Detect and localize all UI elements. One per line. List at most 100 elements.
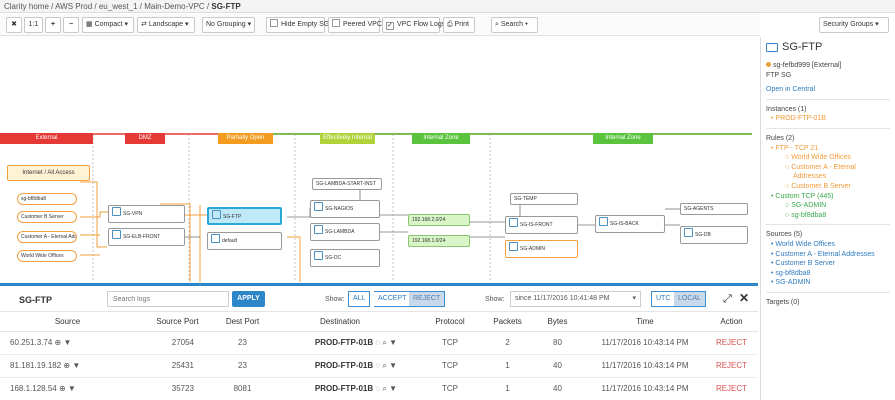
filter-icon[interactable]: ▼ xyxy=(389,383,397,393)
node-customer-b[interactable]: Customer B Server xyxy=(17,211,77,223)
rule-item[interactable]: • Custom TCP (445) xyxy=(771,192,834,200)
peered-vpcs-checkbox[interactable]: Peered VPCs xyxy=(328,17,385,33)
destination-name[interactable]: PROD-FTP-01B xyxy=(314,383,374,393)
hide-empty-sg-checkbox[interactable]: Hide Empty SG xyxy=(266,17,329,33)
rule-item[interactable]: • FTP - TCP 21 xyxy=(771,144,819,152)
node-sg-agents[interactable]: SG-AGENTS xyxy=(680,203,748,215)
node-sg-ftp[interactable]: SG-FTP xyxy=(207,207,282,225)
local-button[interactable]: LOCAL xyxy=(674,291,706,307)
node-sg-admin[interactable]: SG-ADMIN xyxy=(505,240,578,258)
expand-icon[interactable]: ⤢ xyxy=(723,293,732,305)
breadcrumb-item[interactable]: Main-Demo-VPC xyxy=(144,2,205,11)
filter-all-button[interactable]: ALL xyxy=(348,291,371,307)
globe-icon[interactable]: ⊕ xyxy=(63,361,71,370)
search-icon[interactable]: ⌕ xyxy=(382,337,387,347)
grouping-dropdown[interactable]: No Grouping ▾ xyxy=(202,17,255,33)
source-ip[interactable]: 81.181.19.182 xyxy=(10,361,62,370)
search-dropdown[interactable]: ⌕ Search ▾ xyxy=(491,17,538,33)
print-button[interactable]: ⎙ Print xyxy=(443,17,475,33)
node-sg-is-back[interactable]: SG-IS-BACK xyxy=(595,215,665,233)
fit-screen-button[interactable]: ✖ xyxy=(6,17,22,33)
source-item[interactable]: • World Wide Offices xyxy=(771,240,836,248)
instance-item[interactable]: • PROD-FTP-01B xyxy=(771,115,826,123)
node-sg-nagios[interactable]: SG-NAGIOS xyxy=(310,200,380,218)
search-icon[interactable]: ⌕ xyxy=(382,360,387,370)
vpc-flow-logs-checkbox[interactable]: ✓VPC Flow Logs xyxy=(382,17,445,33)
filter-reject-button[interactable]: REJECT xyxy=(409,291,446,307)
source-ip[interactable]: 60.251.3.74 xyxy=(10,338,53,347)
node-sg-lambda[interactable]: SG-LAMBDA xyxy=(310,223,380,241)
sources-header: Sources (5) xyxy=(766,231,803,239)
node-internet[interactable]: Internet / All Access xyxy=(7,165,90,181)
rule-source[interactable]: ○ sg-bf8dba8 xyxy=(785,211,827,219)
rule-source[interactable]: ○ Customer A - Eternal xyxy=(785,163,856,171)
node-sg-is-front[interactable]: SG-IS-FRONT xyxy=(505,216,578,234)
column-header[interactable]: Source xyxy=(0,312,135,332)
open-in-central-link[interactable]: Open in Central xyxy=(766,86,816,94)
rule-source[interactable]: ○ SG-ADMIN xyxy=(785,202,827,210)
landscape-dropdown[interactable]: ⇄ Landscape ▾ xyxy=(137,17,195,33)
node-sg-dc[interactable]: SG-DC xyxy=(310,249,380,267)
zoom-reset-button[interactable]: 1:1 xyxy=(24,17,43,33)
node-sg-db[interactable]: SG-DB xyxy=(680,226,748,244)
column-header[interactable]: Packets xyxy=(485,312,530,332)
source-cell: 60.251.3.74 ⊕ ▼ xyxy=(0,331,135,355)
since-dropdown[interactable]: since 11/17/2016 10:41:48 PM▾ xyxy=(510,291,641,307)
source-ip[interactable]: 168.1.128.54 xyxy=(10,384,57,393)
node-sg-vpn[interactable]: SG-VPN xyxy=(108,205,185,223)
filter-icon[interactable]: ▼ xyxy=(389,360,397,370)
node-sg-lambda-start[interactable]: SG-LAMBDA-START-INST xyxy=(312,178,382,190)
node-world-wide[interactable]: World Wide Offices xyxy=(17,250,77,262)
filter-icon[interactable]: ▼ xyxy=(72,361,81,370)
compact-dropdown[interactable]: ▦ Compact ▾ xyxy=(82,17,134,33)
comment-icon[interactable]: ◌ xyxy=(375,337,381,347)
filter-icon[interactable]: ▼ xyxy=(389,337,397,347)
column-header[interactable]: Bytes xyxy=(530,312,585,332)
node-sg-temp[interactable]: SG-TEMP xyxy=(510,193,578,205)
column-header[interactable]: Action xyxy=(705,312,758,332)
column-header[interactable]: Destination xyxy=(265,312,415,332)
globe-icon[interactable]: ⊕ xyxy=(54,338,62,347)
source-item[interactable]: • Customer B Server xyxy=(771,260,835,268)
column-header[interactable]: Source Port xyxy=(135,312,220,332)
comment-icon[interactable]: ◌ xyxy=(375,360,381,370)
node-sg-elb-front[interactable]: SG-ELB-FRONT xyxy=(108,228,185,246)
destination-name[interactable]: PROD-FTP-01B xyxy=(314,360,374,370)
node-customer-a[interactable]: Customer A - Eternal Addres xyxy=(17,231,77,243)
source-item[interactable]: • Customer A - Eternal Addresses xyxy=(771,250,875,258)
filter-icon[interactable]: ▼ xyxy=(63,338,72,347)
filter-icon[interactable]: ▼ xyxy=(67,384,76,393)
security-groups-dropdown[interactable]: Security Groups ▾ xyxy=(819,17,889,33)
node-sg-bf8dba8[interactable]: sg-bf8dba8 xyxy=(17,193,77,205)
breadcrumb-item[interactable]: Clarity home xyxy=(4,2,49,11)
source-item[interactable]: • SG-ADMIN xyxy=(771,279,811,287)
destination-cell: PROD-FTP-01B ◌ ⌕ ▼ xyxy=(265,377,415,400)
node-ip-192-168-1[interactable]: 192.168.1.0/24 xyxy=(408,235,470,247)
destination-name[interactable]: PROD-FTP-01B xyxy=(314,337,374,347)
node-ip-192-168-2[interactable]: 192.168.2.0/24 xyxy=(408,214,470,226)
search-logs-input[interactable] xyxy=(107,291,229,307)
column-header[interactable]: Dest Port xyxy=(220,312,265,332)
rule-source-cont[interactable]: Addresses xyxy=(793,173,827,181)
filter-accept-button[interactable]: ACCEPT xyxy=(374,291,412,307)
column-header[interactable]: Time xyxy=(585,312,705,332)
close-icon[interactable]: ✕ xyxy=(739,291,750,305)
column-header[interactable]: Protocol xyxy=(415,312,485,332)
breadcrumb-item[interactable]: eu_west_1 xyxy=(98,2,138,11)
node-default[interactable]: default xyxy=(207,232,282,250)
network-diagram[interactable]: External DMZ Partially Open Effectively … xyxy=(0,37,752,282)
globe-icon[interactable]: ⊕ xyxy=(58,384,66,393)
breadcrumb-item[interactable]: AWS Prod xyxy=(55,2,93,11)
zoom-in-button[interactable]: + xyxy=(45,17,61,33)
apply-button[interactable]: APPLY xyxy=(232,291,265,307)
comment-icon[interactable]: ◌ xyxy=(375,383,381,393)
source-item[interactable]: • sg-bf8dba8 xyxy=(771,269,811,277)
rule-source[interactable]: ○ Customer B Server xyxy=(785,182,851,190)
rule-source[interactable]: ○ World Wide Offices xyxy=(785,154,851,162)
zoom-out-button[interactable]: − xyxy=(63,17,79,33)
utc-button[interactable]: UTC xyxy=(651,291,676,307)
search-icon[interactable]: ⌕ xyxy=(382,383,387,393)
